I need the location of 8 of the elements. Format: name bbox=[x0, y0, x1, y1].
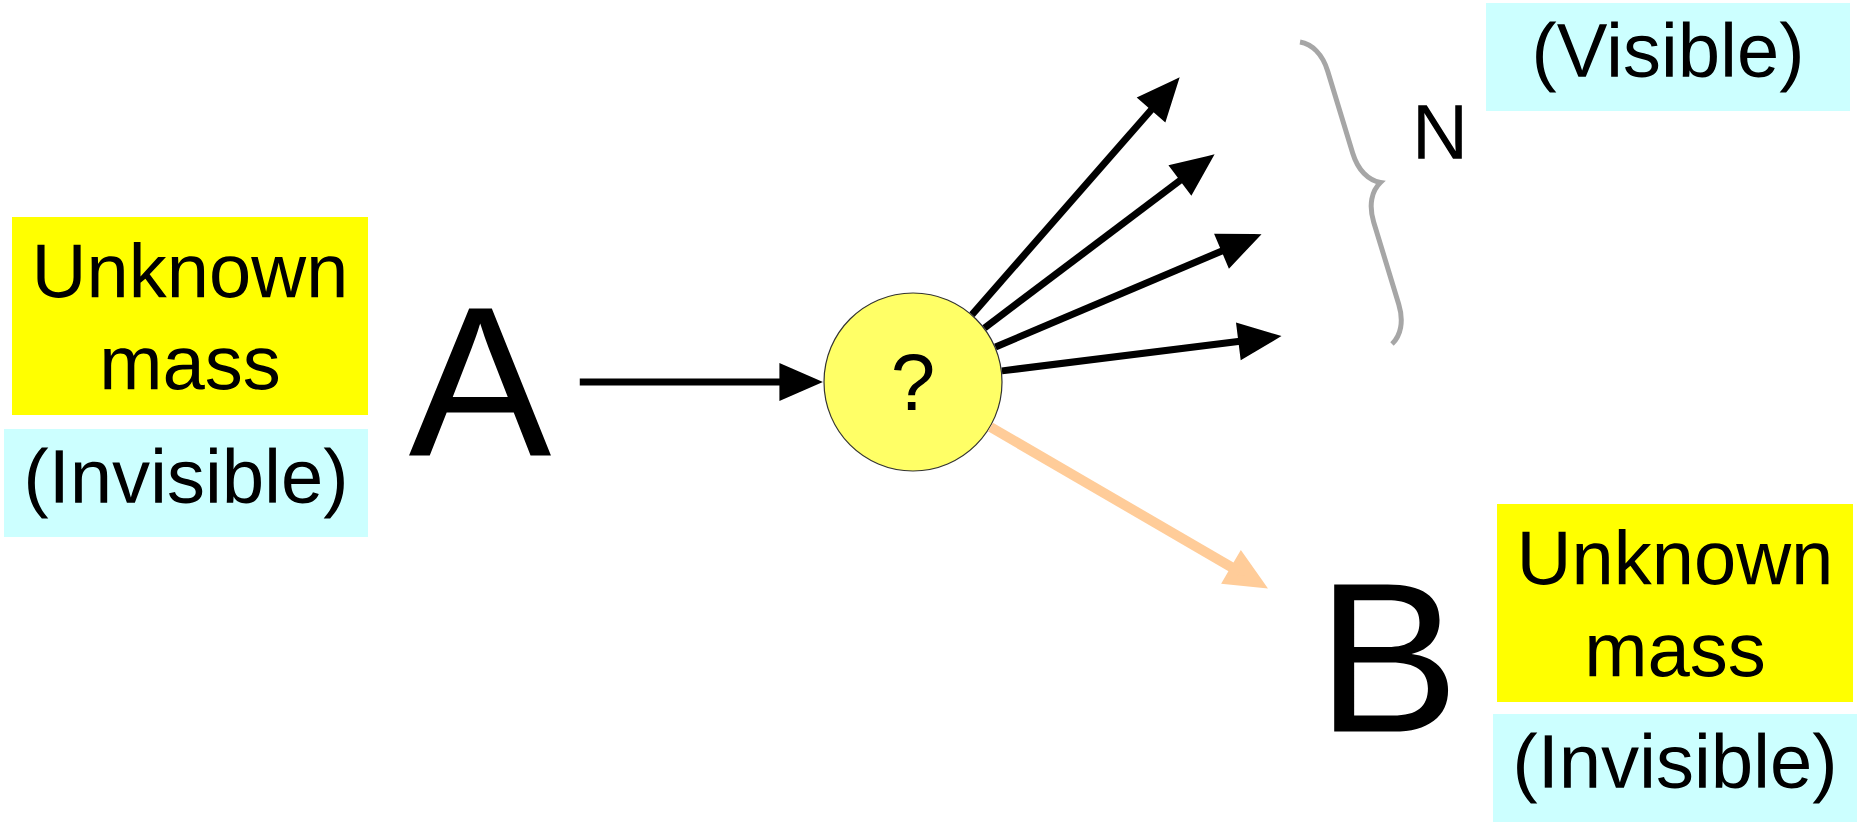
letter: A bbox=[409, 308, 551, 456]
text-box: (Visible) bbox=[1486, 3, 1850, 111]
text-box: Unknown mass bbox=[1497, 504, 1853, 702]
text-box: (Invisible) bbox=[4, 429, 368, 537]
letter: B bbox=[1334, 584, 1449, 732]
brace-label: N bbox=[1418, 105, 1462, 159]
text-box: Unknown mass bbox=[12, 217, 368, 415]
text-box: (Invisible) bbox=[1493, 714, 1857, 822]
